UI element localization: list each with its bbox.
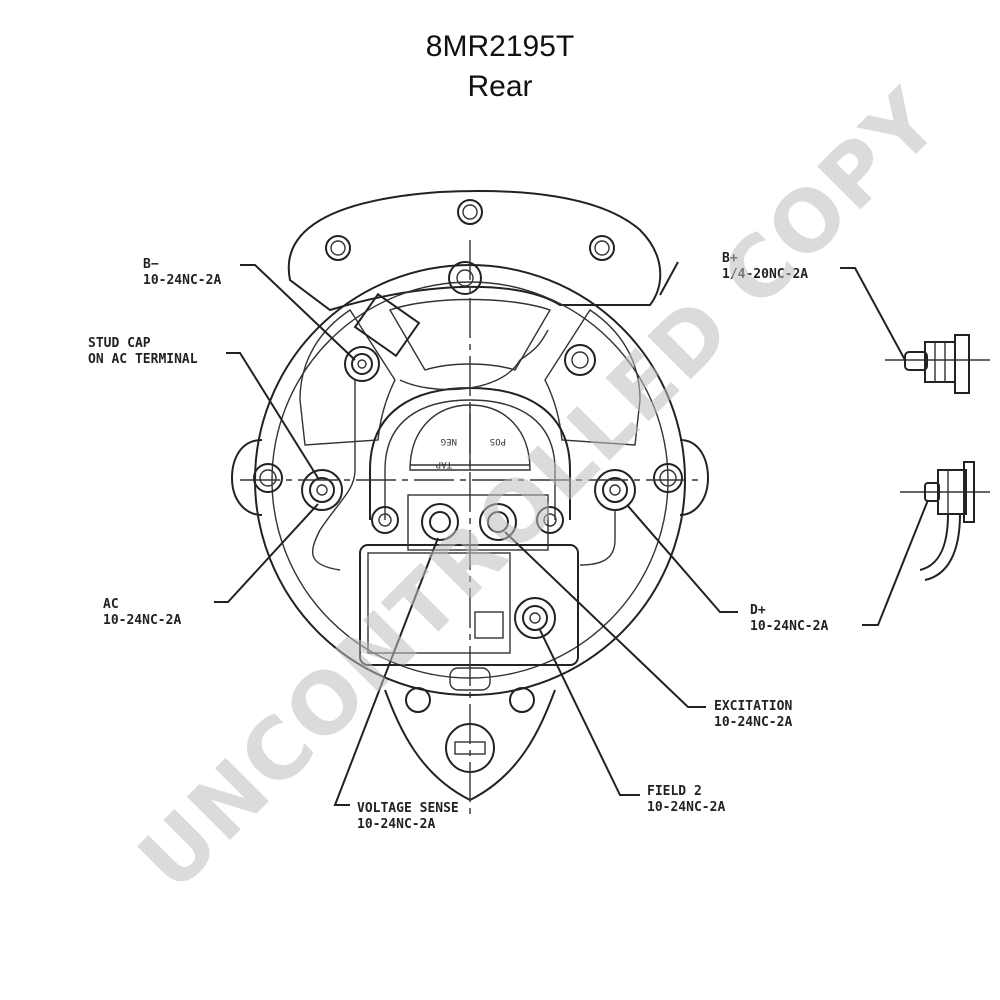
label-ac: AC: [103, 597, 119, 612]
ear-hole-left: [325, 235, 351, 261]
label-d-plus-spec: 10-24NC-2A: [750, 619, 828, 634]
terminal-field-2[interactable]: [514, 597, 556, 639]
label-field-2: FIELD 2: [647, 784, 702, 799]
b-plus-side-view: [885, 334, 990, 394]
regulator-plate: [407, 494, 549, 551]
left-boss: [230, 439, 263, 516]
label-excitation: EXCITATION: [714, 699, 792, 714]
ear-hole-top: [457, 199, 483, 225]
label-excitation-spec: 10-24NC-2A: [714, 715, 792, 730]
label-stud-cap-2: ON AC TERMINAL: [88, 352, 198, 367]
label-b-minus: B−: [143, 257, 159, 272]
label-voltage-sense-spec: 10-24NC-2A: [357, 817, 435, 832]
terminal-d-plus[interactable]: [594, 469, 636, 511]
label-b-plus-spec: 1/4-20NC-2A: [722, 267, 808, 282]
label-ac-spec: 10-24NC-2A: [103, 613, 181, 628]
neg-label: NEG: [441, 436, 457, 446]
label-d-plus: D+: [750, 603, 766, 618]
stud-cap: [353, 292, 421, 358]
pos-label: POS: [490, 436, 506, 446]
vent-top: [388, 298, 552, 371]
terminal-excitation[interactable]: [479, 503, 517, 541]
terminal-ac[interactable]: [301, 469, 343, 511]
d-plus-side-view: [900, 461, 990, 581]
diagram-title: 8MR2195T: [425, 30, 575, 63]
watermark: UNCONTROLLED COPY: [120, 70, 959, 909]
tap-label: TAP: [435, 459, 452, 469]
label-stud-cap: STUD CAP: [88, 336, 151, 351]
right-boss: [679, 439, 710, 516]
regulator-body: [359, 544, 579, 666]
mounting-ear-top: [287, 190, 662, 312]
label-field-2-spec: 10-24NC-2A: [647, 800, 725, 815]
terminal-b-minus[interactable]: [344, 346, 380, 382]
terminal-voltage-sense[interactable]: [421, 503, 459, 541]
ear-hole-right: [589, 235, 615, 261]
diagram-subtitle: Rear: [467, 70, 533, 103]
label-voltage-sense: VOLTAGE SENSE: [357, 801, 459, 816]
label-b-minus-spec: 10-24NC-2A: [143, 273, 221, 288]
label-b-plus: B+: [722, 251, 738, 266]
